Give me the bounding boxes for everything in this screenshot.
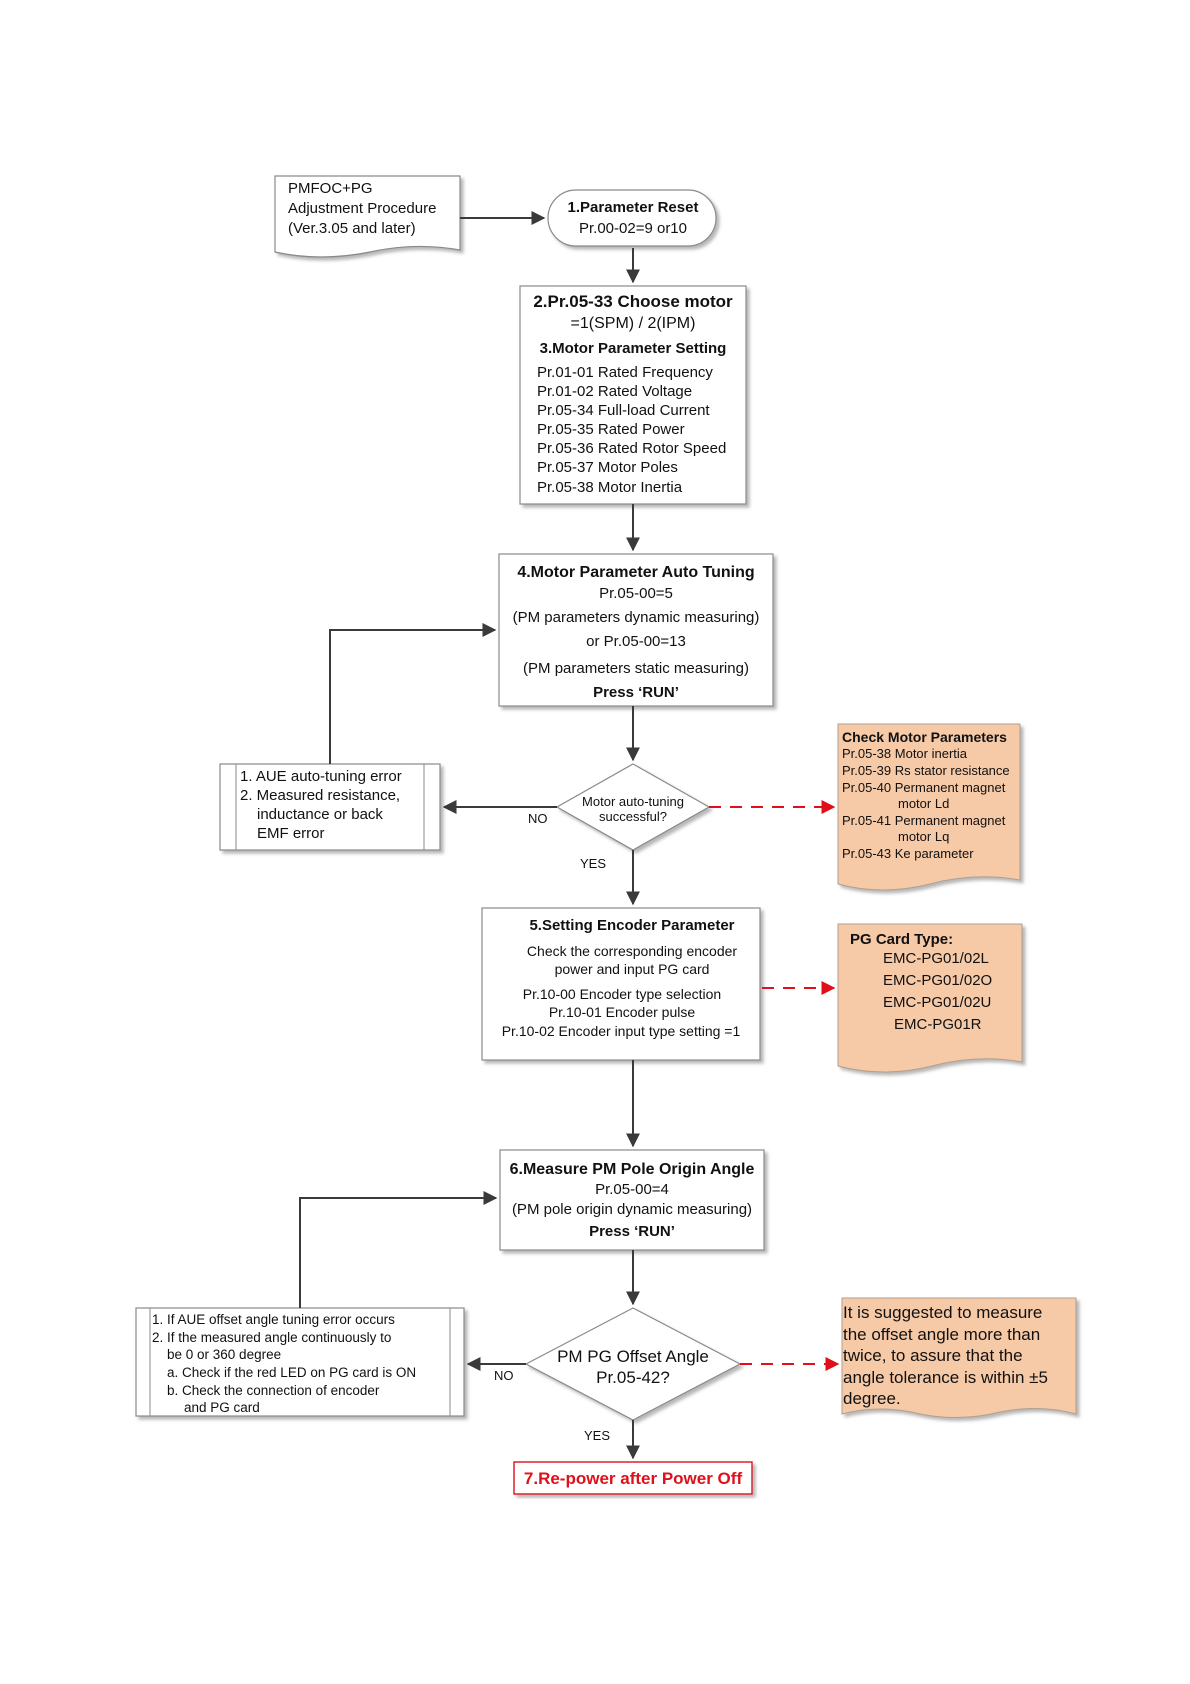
connectors — [299, 211, 640, 1460]
motor-param-7: Pr.05-38 Motor Inertia — [537, 479, 683, 496]
check-motor-line-6: motor Lq — [898, 829, 949, 844]
suggest-line-4: angle tolerance is within ±5 — [843, 1368, 1048, 1387]
step-6-line-2: (PM pole origin dynamic measuring) — [512, 1201, 752, 1218]
step-5-line-3: Pr.10-00 Encoder type selection — [523, 986, 721, 1002]
step-4-line-1: Pr.05-00=5 — [599, 585, 673, 602]
decision-1-yes-label: YES — [580, 856, 606, 871]
title-line-1: PMFOC+PG — [288, 180, 373, 197]
step-5-line-5: Pr.10-02 Encoder input type setting =1 — [502, 1023, 741, 1039]
error-1-line-1: 1. AUE auto-tuning error — [240, 768, 402, 785]
check-motor-line-3: Pr.05-40 Permanent magnet — [842, 780, 1006, 795]
motor-param-4: Pr.05-35 Rated Power — [537, 421, 685, 438]
decision-1-line-2: successful? — [599, 809, 667, 824]
error-2-line-2: 2. If the measured angle continuously to — [152, 1330, 391, 1345]
arrow-error1-to-step4 — [329, 623, 497, 764]
error-2-line-3: be 0 or 360 degree — [167, 1347, 281, 1362]
error-1-line-4: EMF error — [257, 825, 325, 842]
decision-2-no-label: NO — [494, 1368, 514, 1383]
step-4-auto-tuning: 4.Motor Parameter Auto Tuning Pr.05-00=5… — [498, 553, 774, 707]
check-motor-title: Check Motor Parameters — [842, 729, 1007, 745]
error-2-line-5: b. Check the connection of encoder — [167, 1383, 380, 1398]
step-5-line-1: Check the corresponding encoder — [527, 943, 737, 959]
title-line-2: Adjustment Procedure — [288, 200, 436, 217]
decision-auto-tuning-successful: Motor auto-tuning successful? NO YES — [528, 763, 711, 871]
step-1-parameter-reset: 1.Parameter Reset Pr.00-02=9 or10 — [547, 189, 717, 247]
pg-card-title: PG Card Type: — [850, 931, 953, 948]
decision-2-line-2: Pr.05-42? — [596, 1368, 670, 1387]
motor-param-5: Pr.05-36 Rated Rotor Speed — [537, 440, 726, 457]
step-5-encoder-parameter: 5.Setting Encoder Parameter Check the co… — [481, 907, 761, 1061]
step-7-repower: 7.Re-power after Power Off — [513, 1461, 753, 1495]
check-motor-line-1: Pr.05-38 Motor inertia — [842, 746, 968, 761]
note-check-motor-parameters: Check Motor Parameters Pr.05-38 Motor in… — [837, 723, 1021, 891]
step-1-line: Pr.00-02=9 or10 — [579, 220, 687, 237]
suggest-line-5: degree. — [843, 1389, 901, 1408]
motor-param-2: Pr.01-02 Rated Voltage — [537, 383, 692, 400]
check-motor-line-5: Pr.05-41 Permanent magnet — [842, 813, 1006, 828]
step-5-line-4: Pr.10-01 Encoder pulse — [549, 1004, 696, 1020]
step-6-press: Press ‘RUN’ — [589, 1223, 675, 1240]
error-1-line-3: inductance or back — [257, 806, 383, 823]
motor-param-1: Pr.01-01 Rated Frequency — [537, 364, 713, 381]
procedure-title-document: PMFOC+PG Adjustment Procedure (Ver.3.05 … — [274, 175, 461, 258]
pg-card-type-1: EMC-PG01/02L — [883, 950, 989, 967]
step-4-line-2: (PM parameters dynamic measuring) — [513, 609, 760, 626]
step-7-title: 7.Re-power after Power Off — [524, 1469, 743, 1488]
motor-param-3: Pr.05-34 Full-load Current — [537, 402, 710, 419]
pg-card-type-4: EMC-PG01R — [894, 1016, 982, 1033]
check-motor-line-4: motor Ld — [898, 796, 949, 811]
decision-2-line-1: PM PG Offset Angle — [557, 1347, 709, 1366]
note-offset-suggestion: It is suggested to measure the offset an… — [841, 1297, 1077, 1419]
check-motor-line-7: Pr.05-43 Ke parameter — [842, 846, 974, 861]
motor-param-6: Pr.05-37 Motor Poles — [537, 459, 678, 476]
error-2-line-6: and PG card — [184, 1400, 260, 1415]
decision-1-line-1: Motor auto-tuning — [582, 794, 684, 809]
decision-pg-offset-angle: PM PG Offset Angle Pr.05-42? NO YES — [494, 1307, 742, 1443]
step-6-line-1: Pr.05-00=4 — [595, 1181, 669, 1198]
step-2-title: 2.Pr.05-33 Choose motor — [533, 292, 733, 311]
suggest-line-1: It is suggested to measure — [843, 1303, 1042, 1322]
title-line-3: (Ver.3.05 and later) — [288, 220, 416, 237]
error-box-offset-angle: 1. If AUE offset angle tuning error occu… — [135, 1307, 465, 1417]
step-2-line: =1(SPM) / 2(IPM) — [571, 315, 696, 332]
step-4-line-4: (PM parameters static measuring) — [523, 660, 749, 677]
step-4-press: Press ‘RUN’ — [593, 684, 679, 701]
decision-1-no-label: NO — [528, 811, 548, 826]
step-3-title: 3.Motor Parameter Setting — [540, 340, 727, 357]
step-5-title: 5.Setting Encoder Parameter — [529, 917, 734, 934]
error-box-auto-tuning: 1. AUE auto-tuning error 2. Measured res… — [219, 763, 441, 851]
step-4-title: 4.Motor Parameter Auto Tuning — [517, 564, 754, 581]
step-1-title: 1.Parameter Reset — [568, 199, 699, 216]
arrow-error2-to-step6 — [299, 1191, 498, 1308]
error-2-line-1: 1. If AUE offset angle tuning error occu… — [152, 1312, 395, 1327]
suggest-line-3: twice, to assure that the — [843, 1346, 1023, 1365]
step-5-line-2: power and input PG card — [555, 961, 710, 977]
dashed-connectors — [709, 800, 840, 1371]
error-1-line-2: 2. Measured resistance, — [240, 787, 400, 804]
decision-2-yes-label: YES — [584, 1428, 610, 1443]
note-pg-card-type: PG Card Type: EMC-PG01/02L EMC-PG01/02O … — [837, 923, 1023, 1073]
step-6-title: 6.Measure PM Pole Origin Angle — [510, 1161, 755, 1178]
error-2-line-4: a. Check if the red LED on PG card is ON — [167, 1365, 416, 1380]
step-2-3-motor-setting: 2.Pr.05-33 Choose motor =1(SPM) / 2(IPM)… — [519, 285, 747, 505]
check-motor-line-2: Pr.05-39 Rs stator resistance — [842, 763, 1010, 778]
step-4-line-3: or Pr.05-00=13 — [586, 633, 686, 650]
pg-card-type-3: EMC-PG01/02U — [883, 994, 991, 1011]
suggest-line-2: the offset angle more than — [843, 1325, 1040, 1344]
step-6-pole-origin-angle: 6.Measure PM Pole Origin Angle Pr.05-00=… — [499, 1149, 765, 1251]
pg-card-type-2: EMC-PG01/02O — [883, 972, 992, 989]
